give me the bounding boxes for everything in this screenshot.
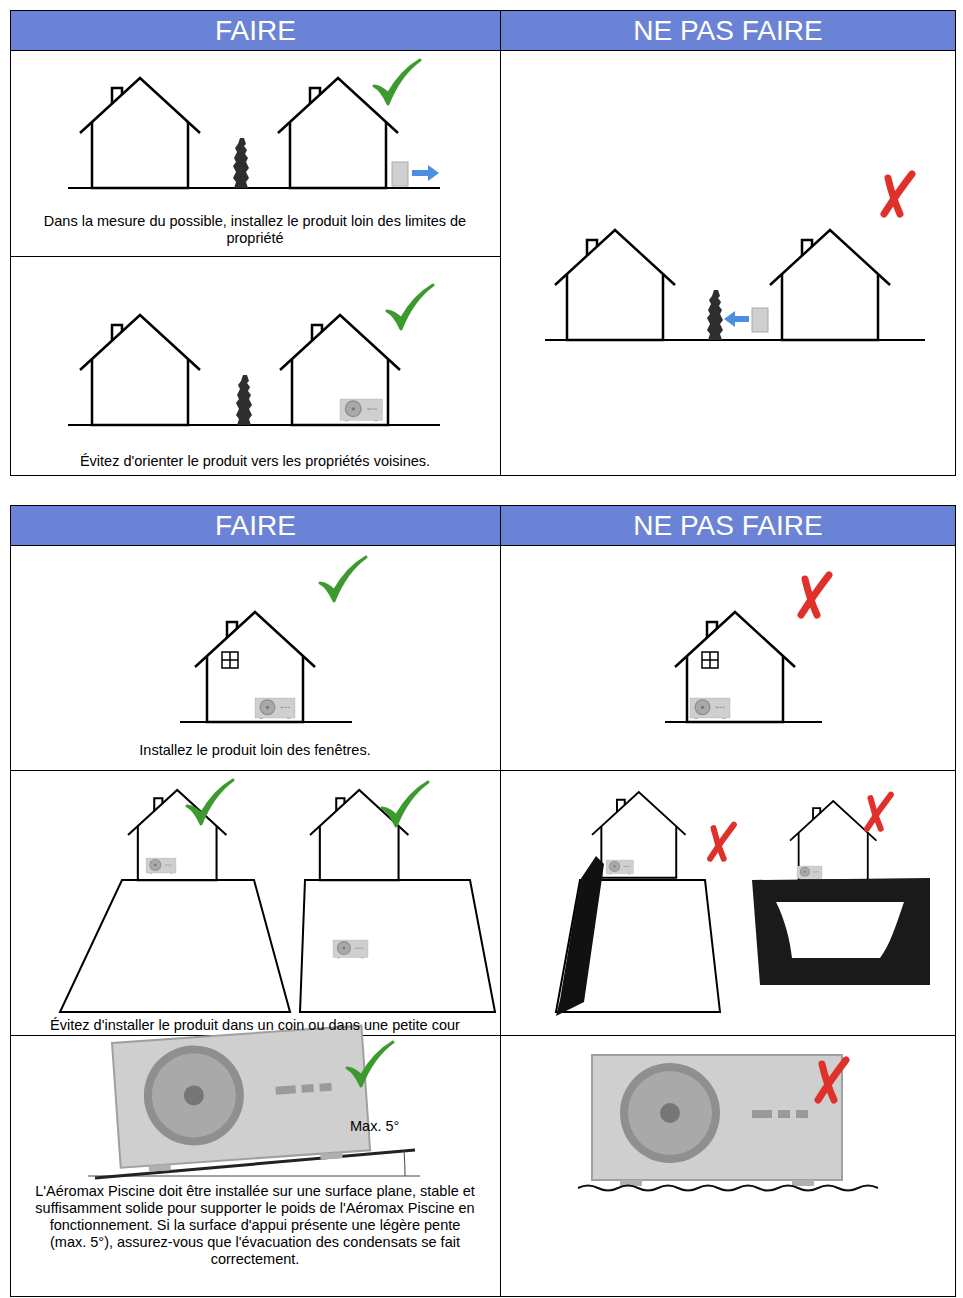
house xyxy=(80,315,200,425)
table-rule xyxy=(500,10,501,476)
heat-pump xyxy=(592,1055,842,1186)
window-frame xyxy=(702,652,718,668)
heat-pump xyxy=(333,940,368,958)
column-header: NE PAS FAIRE xyxy=(500,505,956,546)
uneven-ground xyxy=(578,1186,878,1191)
header-text: FAIRE xyxy=(215,15,296,47)
heat-pump xyxy=(690,698,730,719)
table-rule xyxy=(500,505,501,1297)
check-mark xyxy=(387,285,433,329)
house xyxy=(592,792,686,878)
header-text: NE PAS FAIRE xyxy=(633,510,822,542)
house xyxy=(195,612,315,722)
courtyard-wall xyxy=(752,878,930,985)
header-text: FAIRE xyxy=(215,510,296,542)
instruction-caption: L'Aéromax Piscine doit être installée su… xyxy=(30,1183,480,1268)
corner-wall xyxy=(556,856,604,1016)
hedge xyxy=(233,138,249,188)
table-rule xyxy=(10,256,500,257)
cross-mark xyxy=(710,825,734,859)
house xyxy=(278,78,398,188)
cross-mark xyxy=(818,1060,846,1100)
heat-pump xyxy=(797,866,822,879)
yard xyxy=(60,880,290,1012)
cross-mark xyxy=(884,174,912,214)
check-mark xyxy=(320,557,366,601)
column-header: FAIRE xyxy=(10,505,501,546)
check-mark xyxy=(187,780,233,824)
heat-pump xyxy=(606,860,634,874)
heat-pump xyxy=(112,1026,371,1174)
house xyxy=(790,801,876,880)
header-text: NE PAS FAIRE xyxy=(633,15,822,47)
cross-mark xyxy=(867,795,891,829)
instruction-caption: Évitez d'orienter le produit vers les pr… xyxy=(10,453,500,470)
house xyxy=(555,230,675,340)
courtyard-floor xyxy=(776,902,904,958)
check-mark xyxy=(382,782,428,826)
check-mark xyxy=(347,1042,393,1086)
unit-side-view xyxy=(392,162,408,186)
heat-pump xyxy=(146,858,176,874)
airflow-arrow xyxy=(412,165,439,181)
table-rule xyxy=(10,1035,956,1036)
unit-side-view xyxy=(752,308,768,332)
hedge xyxy=(236,375,252,425)
hedge xyxy=(707,290,723,340)
house xyxy=(310,790,408,880)
table-frame xyxy=(11,11,956,476)
house xyxy=(770,230,890,340)
cross-mark xyxy=(801,575,829,615)
angle-arc xyxy=(404,1151,405,1176)
instruction-caption: Dans la mesure du possible, installez le… xyxy=(40,213,470,247)
airflow-arrow xyxy=(724,311,749,327)
heat-pump xyxy=(255,698,295,719)
house xyxy=(675,612,795,722)
house xyxy=(80,78,200,188)
check-mark xyxy=(374,60,420,104)
table-frame xyxy=(11,506,956,1297)
heat-pump xyxy=(340,399,383,421)
column-header: FAIRE xyxy=(10,10,501,51)
slope-dimension: Max. 5° xyxy=(350,1118,430,1135)
window xyxy=(702,652,718,668)
column-header: NE PAS FAIRE xyxy=(500,10,956,51)
table-rule xyxy=(10,770,956,771)
window-cross xyxy=(702,652,718,668)
window-cross xyxy=(222,652,238,668)
instruction-caption: Installez le produit loin des fenêtres. xyxy=(10,742,500,759)
window-frame xyxy=(222,652,238,668)
house xyxy=(280,315,400,425)
yard xyxy=(300,880,495,1012)
instruction-caption: Évitez d'installer le produit dans un co… xyxy=(10,1017,500,1034)
window xyxy=(222,652,238,668)
table-grid xyxy=(10,10,956,1297)
